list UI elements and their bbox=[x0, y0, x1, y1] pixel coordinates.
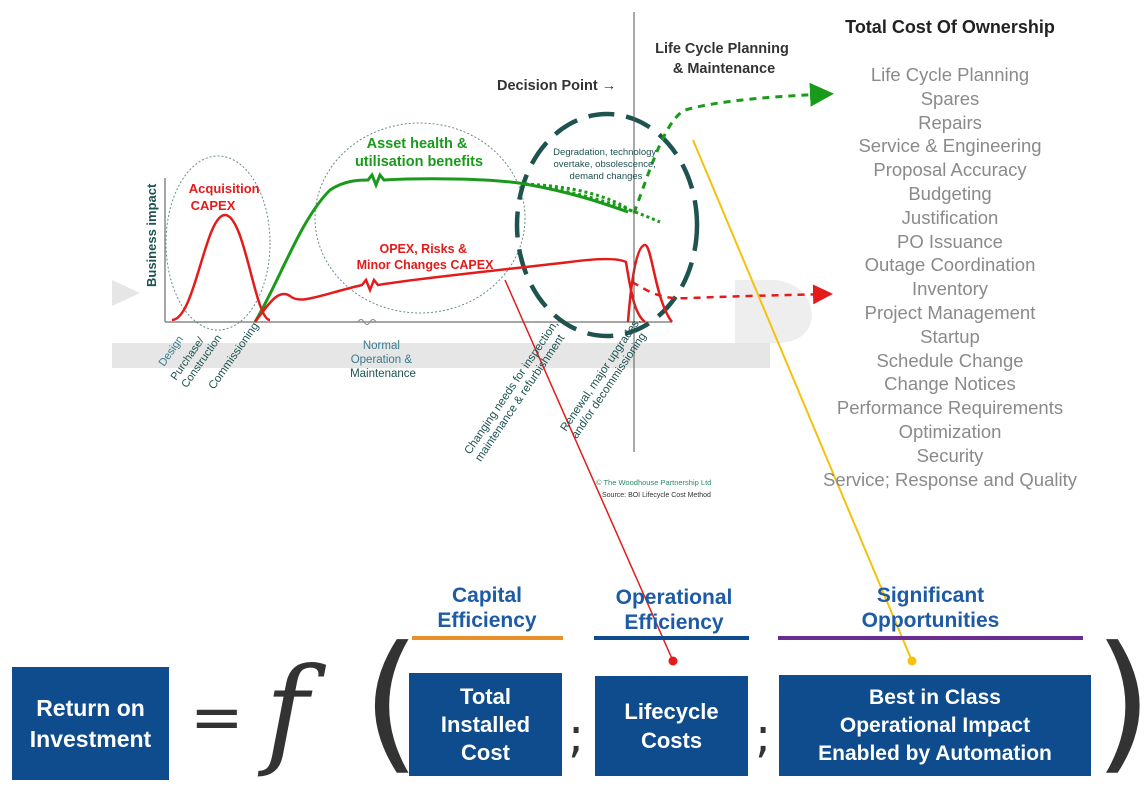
tco-item: Service & Engineering bbox=[858, 135, 1042, 157]
category-capital-line-1: Capital bbox=[451, 584, 522, 607]
benefit-renewal-dashed bbox=[632, 82, 834, 214]
phase-changing-needs: Changing needs for inspection, maintenan… bbox=[463, 316, 574, 464]
separator-1: ; bbox=[568, 708, 585, 764]
source-note: Source: BOI Lifecycle Cost Method bbox=[602, 492, 711, 499]
acquisition-label: Acquisition CAPEX bbox=[189, 181, 263, 213]
phase-renewal: Renewal, major upgrades, and/or decommis… bbox=[559, 313, 657, 441]
benefit-mid-dotted bbox=[524, 182, 635, 215]
capex-curve bbox=[171, 213, 271, 322]
tco-item: Inventory bbox=[911, 278, 989, 300]
roi-line-1: Return on bbox=[36, 694, 145, 721]
category-capital-bar bbox=[412, 636, 563, 640]
copyright-note: © The Woodhouse Partnership Ltd bbox=[596, 478, 711, 487]
tco-connector bbox=[692, 139, 913, 662]
decision-point-label: Decision Point → bbox=[497, 78, 616, 94]
category-significant-line-2: Opportunities bbox=[861, 609, 1000, 632]
roi-line-2: Investment bbox=[29, 725, 152, 752]
category-capital-efficiency: Capital Efficiency bbox=[412, 583, 562, 633]
background-arrow bbox=[112, 280, 812, 368]
tco-connector-dot bbox=[907, 656, 917, 666]
category-significant-opportunities: Significant Opportunities bbox=[778, 583, 1083, 633]
category-operational-bar bbox=[594, 636, 749, 640]
lifecycle-cost-connector bbox=[504, 279, 674, 662]
tco-item: Change Notices bbox=[884, 373, 1016, 395]
opex-label: OPEX, Risks & Minor Changes CAPEX bbox=[357, 242, 494, 272]
total-installed-cost-box: Total Installed Cost bbox=[409, 673, 562, 776]
tco-item: Life Cycle Planning bbox=[870, 64, 1030, 85]
y-axis-label: Business impact bbox=[144, 183, 159, 287]
tco-item: Startup bbox=[920, 325, 980, 347]
bic-line-2: Operational Impact bbox=[839, 713, 1031, 737]
tco-title: Total Cost Of Ownership bbox=[845, 17, 1055, 37]
decision-circle bbox=[514, 111, 700, 339]
roi-box: Return on Investment bbox=[12, 667, 169, 780]
lc-line-1: Lifecycle bbox=[624, 699, 719, 724]
tic-line-3: Cost bbox=[461, 739, 510, 765]
asset-health-circle bbox=[314, 122, 526, 314]
lifecycle-costs-box: Lifecycle Costs bbox=[595, 676, 748, 776]
phase-normal-operation: Normal Operation & Maintenance bbox=[350, 340, 416, 380]
category-significant-line-1: Significant bbox=[876, 584, 985, 607]
bic-line-1: Best in Class bbox=[869, 685, 1001, 709]
tco-item: Schedule Change bbox=[876, 349, 1024, 371]
function-symbol: f bbox=[265, 642, 309, 780]
tco-item: PO Issuance bbox=[897, 230, 1003, 252]
lifecycle-cost-connector-dot bbox=[668, 656, 678, 666]
axis-break-marker bbox=[357, 319, 377, 325]
tco-item: Performance Requirements bbox=[836, 397, 1064, 419]
tco-item: Service; Response and Quality bbox=[823, 468, 1077, 490]
tco-item: Spares bbox=[920, 87, 980, 109]
category-operational-efficiency: Operational Efficiency bbox=[594, 585, 754, 635]
lc-line-2: Costs bbox=[640, 728, 703, 753]
life-cycle-planning-label: Life Cycle Planning & Maintenance bbox=[655, 41, 793, 77]
acquisition-circle bbox=[165, 155, 271, 331]
bic-line-3: Enabled by Automation bbox=[818, 741, 1052, 765]
tic-line-2: Installed bbox=[440, 711, 531, 737]
tco-item: Outage Coordination bbox=[864, 254, 1036, 276]
category-operational-line-2: Efficiency bbox=[624, 611, 724, 634]
tic-line-1: Total bbox=[460, 683, 511, 709]
tco-item: Proposal Accuracy bbox=[873, 159, 1027, 181]
category-operational-line-1: Operational bbox=[615, 586, 733, 609]
category-capital-line-2: Efficiency bbox=[437, 609, 537, 632]
separator-2: ; bbox=[755, 708, 772, 764]
equals-sign: = bbox=[190, 681, 244, 755]
tco-item: Justification bbox=[901, 206, 999, 228]
asset-health-label: Asset health & utilisation benefits bbox=[355, 136, 483, 170]
degradation-label: Degradation, technology overtake, obsole… bbox=[553, 147, 659, 182]
tco-item: Project Management bbox=[864, 301, 1036, 323]
tco-item: Security bbox=[916, 444, 984, 466]
tco-item: Budgeting bbox=[908, 182, 992, 204]
tco-item: Repairs bbox=[918, 111, 982, 133]
benefit-decline-dotted bbox=[524, 182, 661, 224]
opex-curve bbox=[254, 257, 646, 323]
category-significant-bar bbox=[778, 636, 1083, 640]
close-parenthesis: ) bbox=[1094, 627, 1144, 777]
tco-item: Optimization bbox=[898, 420, 1002, 442]
best-in-class-box: Best in Class Operational Impact Enabled… bbox=[779, 675, 1091, 776]
